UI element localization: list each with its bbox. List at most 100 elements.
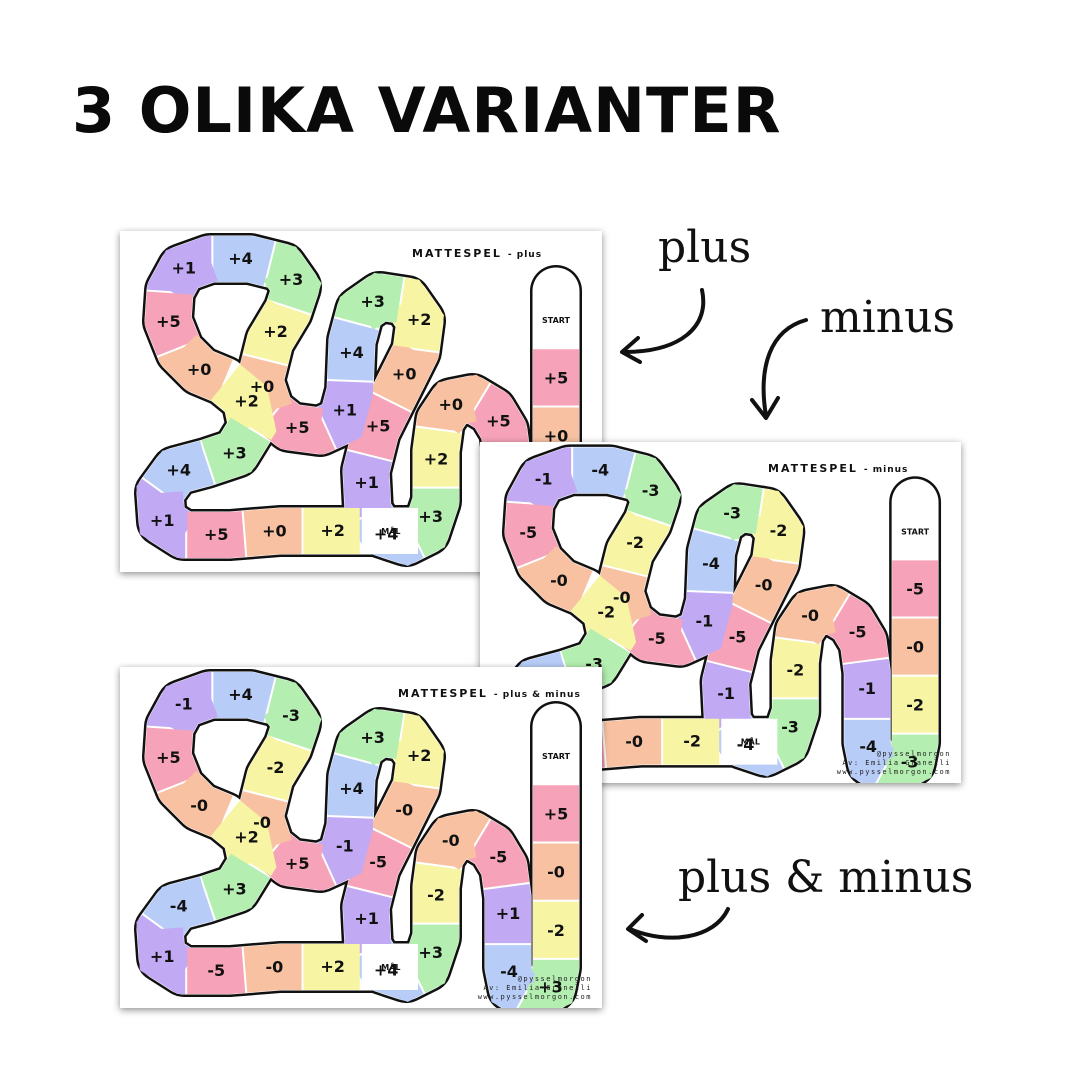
tile-value: -2 [770, 521, 788, 540]
start-label: START [542, 752, 571, 761]
tile-value: -1 [535, 470, 553, 489]
board-title-plus-minus: MATTESPEL- plus & minus [398, 687, 581, 700]
tile-value: -0 [550, 571, 568, 590]
tile-value: +0 [439, 395, 464, 414]
board-tile [136, 236, 579, 572]
label-minus: minus [820, 292, 956, 343]
tile-value: +2 [320, 521, 345, 540]
tile-value: -0 [253, 813, 271, 832]
tile-value: -2 [547, 921, 565, 940]
tile-value: -5 [490, 848, 508, 867]
tile-value: +3 [279, 270, 304, 289]
tile-value: -1 [175, 694, 193, 713]
start-label: START [901, 527, 930, 536]
tile-value: +0 [262, 521, 287, 540]
arrow-plus-icon [620, 288, 706, 364]
tile-value: -0 [613, 588, 631, 607]
tile-value: +5 [156, 312, 181, 331]
tile-value: -2 [626, 533, 644, 552]
start-label: START [542, 316, 571, 325]
tile-value: +2 [234, 392, 259, 411]
arrow-minus-icon [750, 318, 808, 420]
tile-value: -0 [547, 863, 565, 882]
tile-value: -5 [369, 853, 387, 872]
tile-value: +5 [204, 525, 229, 544]
tile-value: -0 [395, 801, 413, 820]
tile-value: -1 [336, 836, 354, 855]
tile-value: +3 [222, 444, 247, 463]
tile-value: -0 [266, 957, 284, 976]
tile-value: +0 [187, 360, 212, 379]
tile-value: +5 [285, 418, 310, 437]
tile-value: +5 [285, 854, 310, 873]
tile-value: -5 [207, 961, 225, 980]
board-tile [136, 672, 579, 1008]
tile-value: +5 [544, 804, 569, 823]
label-plus-minus: plus & minus [678, 852, 974, 903]
tile-value: -4 [170, 896, 188, 915]
tile-value: -5 [906, 579, 924, 598]
tile-value: -4 [859, 737, 877, 756]
tile-value: +2 [263, 322, 288, 341]
tile-value: +3 [360, 728, 385, 747]
tile-value: +3 [418, 943, 443, 962]
tile-value: +3 [222, 880, 247, 899]
tile-value: +0 [392, 365, 417, 384]
tile-value: +5 [544, 368, 569, 387]
goal-label: MÅL [381, 962, 400, 972]
goal-label: MÅL [741, 737, 760, 747]
tile-value: +4 [339, 343, 364, 362]
tile-value: -2 [683, 732, 701, 751]
tile-value: +3 [360, 292, 385, 311]
tile-value: -0 [625, 732, 643, 751]
tile-value: +1 [172, 258, 197, 277]
tile-value: -0 [190, 796, 208, 815]
tile-value: +1 [496, 904, 521, 923]
tile-value: -4 [500, 962, 518, 981]
tile-value: +0 [250, 377, 275, 396]
board-title-plus: MATTESPEL- plus [412, 247, 543, 260]
tile-value: +1 [150, 511, 175, 530]
tile-value: +4 [374, 524, 399, 543]
goal-label: MÅL [381, 526, 400, 536]
tile-value: +4 [228, 685, 253, 704]
arrow-plus-minus-icon [626, 907, 730, 943]
tile-value: +2 [407, 310, 432, 329]
tile-value: -3 [642, 481, 660, 500]
label-plus: plus [658, 222, 752, 273]
tile-value: +4 [228, 249, 253, 268]
game-board-plus-minus: START +5 -0 -2 +3 -4 +1 -5 -0 -2 +3 +4 +1 -5 -0 +2 +3 +4 -… [120, 667, 602, 1008]
tile-value: +1 [354, 909, 379, 928]
board-tile [136, 672, 579, 1008]
tile-value: +1 [354, 473, 379, 492]
tile-value: -4 [702, 554, 720, 573]
tile-value: -3 [901, 752, 919, 771]
tile-value: -2 [427, 886, 445, 905]
tile-value: +2 [320, 957, 345, 976]
tile-value: -5 [648, 629, 666, 648]
board-tile [136, 236, 579, 572]
page-heading: 3 OLIKA VARIANTER [72, 74, 782, 147]
tile-value: +5 [366, 417, 391, 436]
tile-value: -5 [849, 623, 867, 642]
board-path-plus-minus: START +5 -0 -2 +3 -4 +1 -5 -0 -2 +3 +4 +1 -5 -0 +2 +3 +4 -… [134, 669, 582, 1008]
tile-value: -3 [282, 706, 300, 725]
tile-value: -2 [786, 660, 804, 679]
tile-value: +2 [424, 450, 449, 469]
tile-value: +4 [339, 779, 364, 798]
tile-value: -0 [801, 606, 819, 625]
tile-value: +4 [374, 960, 399, 979]
tile-value: +1 [150, 947, 175, 966]
tile-value: +3 [418, 507, 443, 526]
tile-value: -0 [906, 638, 924, 657]
board-tile [136, 672, 579, 1008]
tile-value: -1 [717, 684, 735, 703]
tile-value: +0 [544, 427, 569, 446]
tile-value: -4 [591, 460, 609, 479]
board-tile [496, 447, 939, 783]
tile-value: -1 [695, 611, 713, 630]
board-tile [496, 447, 939, 783]
tile-value: -2 [267, 758, 285, 777]
tile-value: -5 [729, 628, 747, 647]
